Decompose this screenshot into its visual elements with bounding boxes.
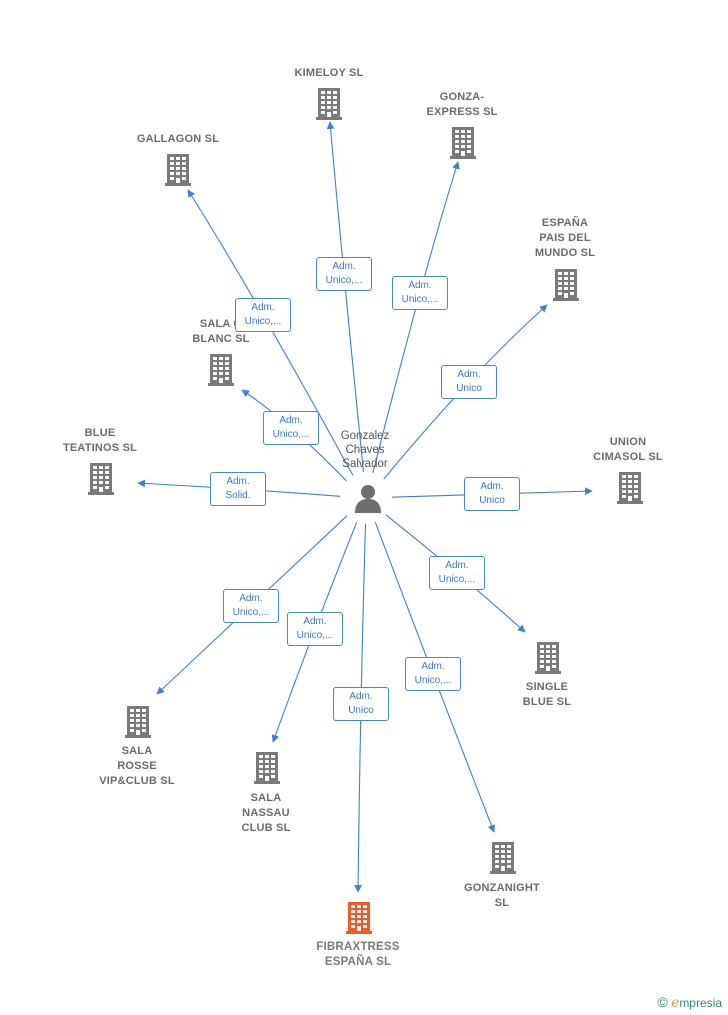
company-label-line: SINGLE	[525, 681, 569, 693]
building-icon[interactable]	[164, 152, 192, 191]
role-text: Unico,...	[401, 294, 439, 305]
company-label-gonzanight[interactable]: GONZANIGHT SL	[432, 881, 572, 911]
role-badge-kimeloy[interactable]: Adm. Unico,...	[316, 257, 372, 291]
building-icon[interactable]	[253, 750, 281, 789]
building-icon[interactable]	[315, 86, 343, 125]
brand-footer: © empresia	[657, 994, 722, 1011]
company-label-line: BLUE SL	[522, 696, 572, 708]
role-badge-blue-teatinos[interactable]: Adm. Solid.	[210, 472, 266, 506]
company-label-line: SALA O	[199, 318, 243, 330]
company-label-line: FIBRAXTRESS	[316, 941, 400, 953]
building-icon[interactable]	[616, 470, 644, 509]
role-badge-gallagon[interactable]: Adm. Unico,...	[235, 298, 291, 332]
building-icon[interactable]	[489, 840, 517, 879]
company-label-line: EXPRESS SL	[426, 106, 498, 118]
company-label-line: UNION	[609, 436, 647, 448]
building-icon[interactable]	[207, 352, 235, 391]
company-label-line: TEATINOS SL	[62, 442, 138, 454]
role-text: Adm.	[251, 302, 275, 313]
role-text: Unico,...	[272, 429, 310, 440]
company-label-line: GONZA-	[439, 91, 485, 103]
building-icon[interactable]	[534, 640, 562, 679]
company-label-gonza-express[interactable]: GONZA- EXPRESS SL	[392, 90, 532, 120]
role-text: Adm.	[421, 661, 445, 672]
company-label-fibraxtress[interactable]: FIBRAXTRESS ESPAÑA SL	[288, 940, 428, 970]
building-icon[interactable]	[87, 461, 115, 500]
role-badge-sala-nassau[interactable]: Adm. Unico,...	[287, 612, 343, 646]
role-text: Adm.	[457, 369, 481, 380]
company-label-line: GONZANIGHT	[464, 882, 540, 894]
role-badge-sala-oblanc[interactable]: Adm. Unico,...	[263, 411, 319, 445]
company-label-line: BLANC SL	[192, 333, 250, 345]
person-node[interactable]	[352, 482, 384, 514]
company-label-line: VIP&CLUB SL	[99, 775, 175, 787]
company-label-line: NASSAU	[242, 807, 290, 819]
company-label-sala-nassau[interactable]: SALA NASSAU CLUB SL	[196, 791, 336, 836]
role-badge-single-blue[interactable]: Adm. Unico,...	[429, 556, 485, 590]
role-badge-union-cimasol[interactable]: Adm. Unico	[464, 477, 520, 511]
company-label-kimeloy[interactable]: KIMELOY SL	[259, 66, 399, 81]
role-text: Unico	[479, 495, 505, 506]
role-text: Unico,...	[296, 630, 334, 641]
company-label-line: ESPAÑA	[541, 217, 589, 229]
role-text: Solid.	[225, 490, 251, 501]
company-label-espana-pais[interactable]: ESPAÑA PAIS DEL MUNDO SL	[495, 216, 635, 261]
company-label-line: CIMASOL SL	[593, 451, 663, 463]
company-label-line: MUNDO SL	[534, 247, 596, 259]
company-label-line: PAIS DEL	[539, 232, 591, 244]
company-label-line: KIMELOY SL	[294, 67, 364, 79]
person-name: Gonzalez Chaves Salvador	[325, 429, 405, 471]
role-text: Adm.	[408, 280, 432, 291]
role-badge-fibraxtress[interactable]: Adm. Unico	[333, 687, 389, 721]
brand-name: mpresia	[679, 996, 722, 1010]
company-label-line: ROSSE	[117, 760, 157, 772]
role-text: Adm.	[226, 476, 250, 487]
edge-kimeloy	[326, 121, 365, 473]
edge-gonza-express	[372, 161, 460, 474]
role-text: Unico	[348, 705, 374, 716]
person-name-line: Gonzalez	[340, 430, 390, 442]
company-label-gallagon[interactable]: GALLAGON SL	[108, 132, 248, 147]
role-badge-espana-pais[interactable]: Adm. Unico	[441, 365, 497, 399]
building-icon[interactable]	[552, 267, 580, 306]
role-badge-gonzanight[interactable]: Adm. Unico,...	[405, 657, 461, 691]
role-text: Adm.	[480, 481, 504, 492]
company-label-line: GALLAGON SL	[136, 133, 220, 145]
building-icon[interactable]	[449, 125, 477, 164]
role-text: Unico,...	[414, 675, 452, 686]
role-text: Unico,...	[232, 607, 270, 618]
role-text: Adm.	[349, 691, 373, 702]
company-label-line: SALA	[121, 745, 153, 757]
role-text: Unico,...	[325, 275, 363, 286]
company-label-sala-oblanc[interactable]: SALA O BLANC SL	[151, 317, 291, 347]
role-text: Adm.	[279, 415, 303, 426]
role-text: Adm.	[332, 261, 356, 272]
role-badge-sala-rosse[interactable]: Adm. Unico,...	[223, 589, 279, 623]
brand-logo-e: e	[671, 995, 680, 1011]
company-label-line: SALA	[250, 792, 282, 804]
role-badge-gonza-express[interactable]: Adm. Unico,...	[392, 276, 448, 310]
role-text: Unico	[456, 383, 482, 394]
company-label-line: CLUB SL	[241, 822, 291, 834]
person-icon	[355, 485, 381, 513]
role-text: Adm.	[303, 616, 327, 627]
person-name-line: Chaves	[345, 444, 385, 456]
company-label-single-blue[interactable]: SINGLE BLUE SL	[477, 680, 617, 710]
person-name-line: Salvador	[342, 458, 388, 470]
company-label-sala-rosse[interactable]: SALA ROSSE VIP&CLUB SL	[67, 744, 207, 789]
company-label-line: ESPAÑA SL	[324, 956, 392, 968]
role-text: Unico,...	[244, 316, 282, 327]
role-text: Adm.	[239, 593, 263, 604]
company-label-line: SL	[494, 897, 510, 909]
role-text: Unico,...	[438, 574, 476, 585]
copyright-icon: ©	[657, 994, 668, 1010]
company-label-blue-teatinos[interactable]: BLUE TEATINOS SL	[30, 426, 170, 456]
company-label-union-cimasol[interactable]: UNION CIMASOL SL	[558, 435, 698, 465]
role-text: Adm.	[445, 560, 469, 571]
building-icon[interactable]	[124, 704, 152, 743]
company-label-line: BLUE	[84, 427, 116, 439]
building-icon[interactable]	[345, 900, 373, 939]
